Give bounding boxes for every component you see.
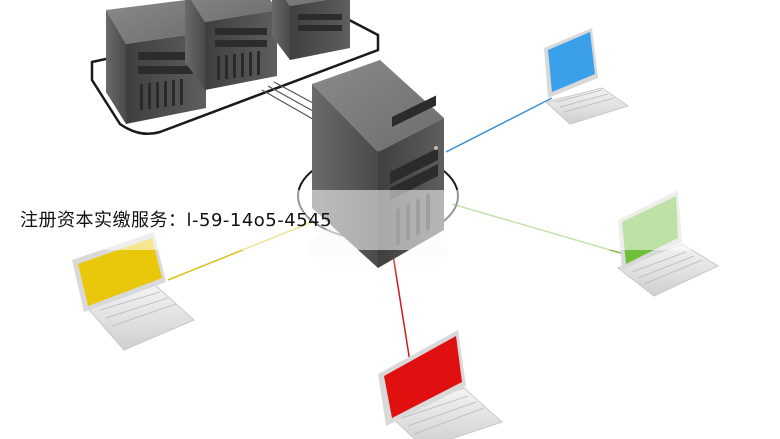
overlay-caption: 注册资本实缴服务：l-59-14o5-4545: [20, 210, 333, 231]
laptop-icon: [378, 330, 503, 439]
server-icon: [185, 0, 277, 90]
server-icon: [106, 0, 206, 124]
caption-banner: [0, 190, 780, 250]
server-icon: [272, 0, 350, 60]
laptop-icon: [544, 28, 630, 125]
link-blue: [445, 97, 553, 153]
laptop-icon: [72, 232, 195, 351]
